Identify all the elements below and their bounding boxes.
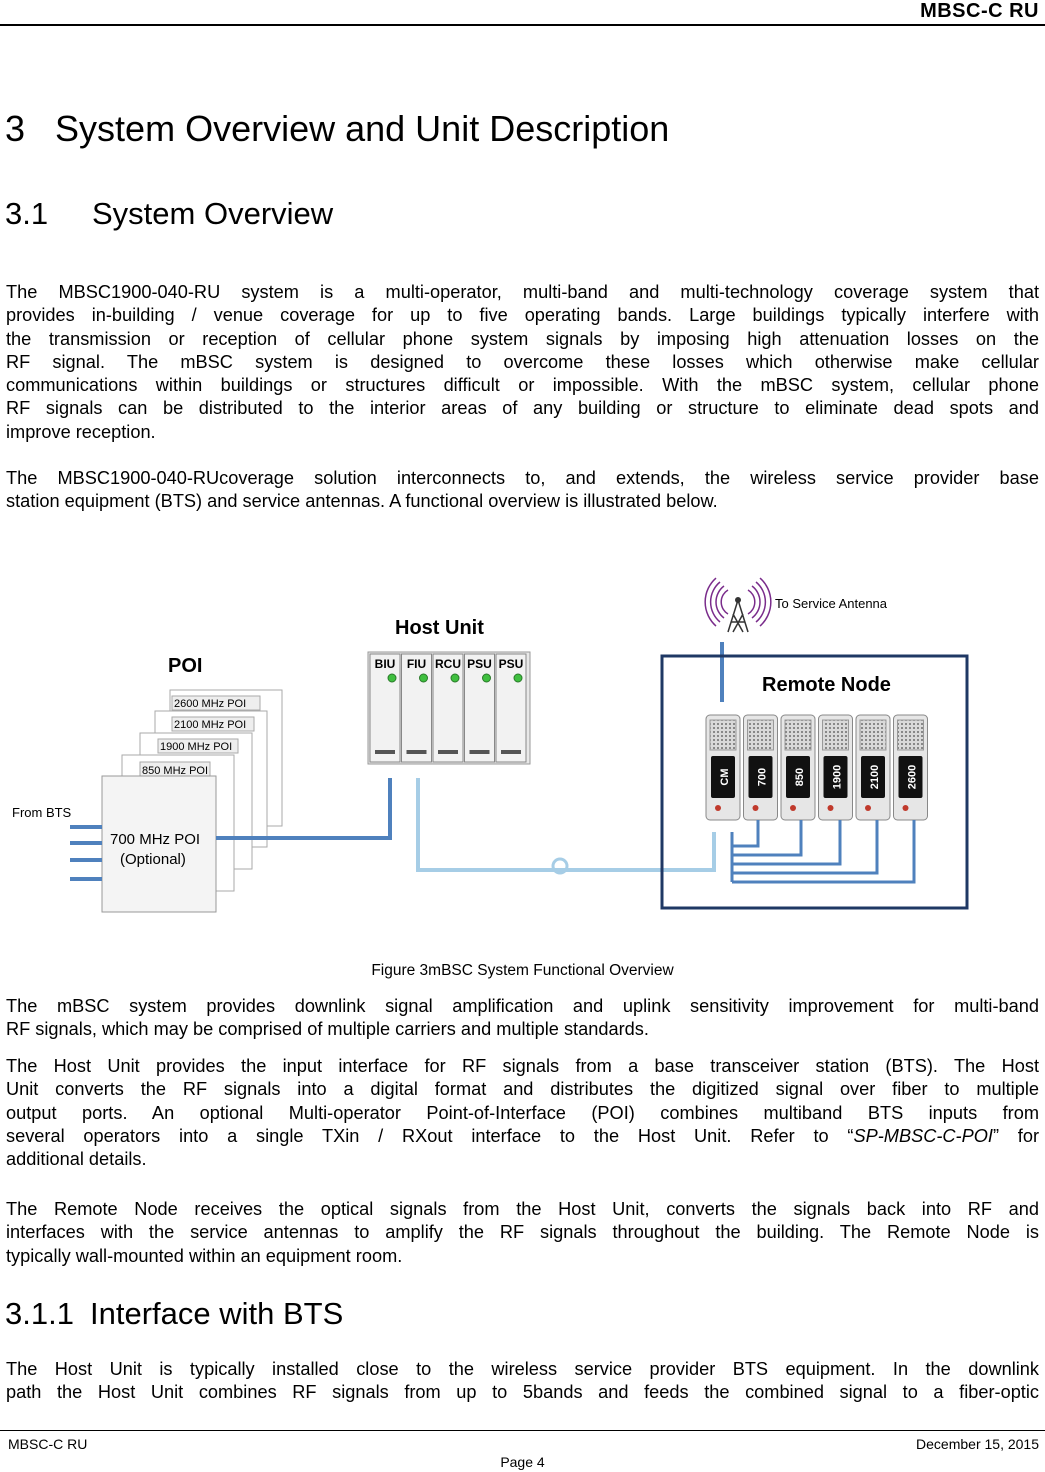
poi-to-host-line bbox=[216, 778, 392, 840]
text-line: provides in-building / venue coverage fo… bbox=[6, 305, 1039, 326]
section-number: 3 bbox=[5, 108, 26, 149]
remote-output-lines bbox=[730, 820, 916, 884]
text-line: The mBSC system provides downlink signal… bbox=[6, 996, 1039, 1016]
section-title: System Overview and Unit Description bbox=[55, 108, 670, 149]
text-line: communications within buildings or struc… bbox=[6, 375, 1039, 396]
remote-node-frame bbox=[660, 654, 969, 910]
paragraph-3: The mBSC system provides downlink signal… bbox=[6, 995, 1039, 1042]
subsection-title: System Overview bbox=[92, 196, 334, 231]
remote-module-2600: 2600 bbox=[893, 714, 928, 821]
subsection-number: 3.1 bbox=[5, 196, 49, 231]
remote-module-label: 2100 bbox=[869, 765, 881, 789]
subsubsection-heading: 3.1.1 Interface with BTS bbox=[5, 1296, 343, 1332]
host-module-rcu: RCU bbox=[432, 653, 464, 763]
text-line: The Remote Node receives the optical sig… bbox=[6, 1199, 1039, 1219]
remote-module-850: 850 bbox=[780, 714, 816, 821]
poi-card-label: 850 MHz POI bbox=[142, 765, 208, 777]
paragraph-4: The Host Unit provides the input interfa… bbox=[6, 1055, 1039, 1171]
remote-module-1900: 1900 bbox=[818, 714, 853, 821]
remote-module-label: 2600 bbox=[907, 765, 919, 789]
text-line: The Host Unit is typically installed clo… bbox=[6, 1359, 1039, 1379]
remote-module-700: 700 bbox=[743, 714, 778, 821]
footer-rule bbox=[0, 1430, 1045, 1431]
poi-card-label: 2100 MHz POI bbox=[174, 719, 246, 731]
figure-caption: Figure 3mBSC System Functional Overview bbox=[371, 962, 674, 979]
remote-module-label: 700 bbox=[757, 768, 769, 786]
host-unit-chassis: BIU FIU RCU PSU PSU bbox=[367, 651, 531, 765]
text-line: The MBSC1900-040-RU system is a multi-op… bbox=[6, 282, 1039, 302]
bts-input-lines bbox=[70, 825, 102, 881]
text-line: RF signal. The mBSC system is designed t… bbox=[6, 351, 1039, 372]
host-module-label: BIU bbox=[375, 657, 396, 671]
antenna-icon bbox=[704, 577, 772, 633]
remote-module-2100: 2100 bbox=[855, 714, 891, 821]
paragraph-1: The MBSC1900-040-RU system is a multi-op… bbox=[6, 281, 1039, 444]
text-line: improve reception. bbox=[6, 421, 156, 442]
remote-module-cm: CM bbox=[705, 714, 741, 821]
header-rule bbox=[0, 24, 1045, 26]
remote-node-label: Remote Node bbox=[762, 674, 891, 696]
text-fragment: several operators into a single TXin / R… bbox=[6, 1125, 854, 1146]
text-line: output ports. An optional Multi-operator… bbox=[6, 1102, 1039, 1123]
document-reference: SP-MBSC-C-POI bbox=[853, 1125, 993, 1146]
host-module-psu: PSU bbox=[464, 653, 495, 763]
text-line: the transmission or reception of cellula… bbox=[6, 328, 1039, 349]
text-line: station equipment (BTS) and service ante… bbox=[6, 491, 718, 512]
poi-stack: 2600 MHz POI 2100 MHz POI 1900 MHz POI 8… bbox=[101, 689, 283, 913]
remote-module-label: CM bbox=[719, 768, 731, 785]
text-line: path the Host Unit combines RF signals f… bbox=[6, 1382, 1039, 1403]
host-module-biu: BIU bbox=[369, 653, 401, 763]
poi-main-label: 700 MHz POI bbox=[110, 831, 200, 848]
poi-card-label: 1900 MHz POI bbox=[160, 741, 232, 753]
poi-label: POI bbox=[168, 655, 202, 677]
host-module-label: PSU bbox=[499, 657, 524, 671]
subsection-heading: 3.1 System Overview bbox=[5, 196, 333, 232]
header-title: MBSC-C RU bbox=[920, 0, 1039, 22]
text-line: several operators into a single TXin / R… bbox=[6, 1125, 1039, 1148]
poi-card-label: 2600 MHz POI bbox=[174, 698, 246, 710]
paragraph-2: The MBSC1900-040-RUcoverage solution int… bbox=[6, 467, 1039, 514]
text-line: RF signals can be distributed to the int… bbox=[6, 398, 1039, 419]
host-module-label: RCU bbox=[435, 657, 461, 671]
to-antenna-label: To Service Antenna bbox=[775, 596, 888, 611]
fiber-coil bbox=[551, 857, 569, 875]
paragraph-5: The Remote Node receives the optical sig… bbox=[6, 1198, 1039, 1268]
host-module-psu: PSU bbox=[495, 653, 527, 763]
footer-page-number: Page 4 bbox=[500, 1454, 545, 1470]
remote-module-label: 850 bbox=[794, 768, 806, 786]
section-heading: 3 System Overview and Unit Description bbox=[5, 108, 669, 150]
footer-date: December 15, 2015 bbox=[916, 1436, 1039, 1452]
host-module-fiu: FIU bbox=[401, 653, 432, 763]
from-bts-label: From BTS bbox=[12, 805, 72, 820]
text-line: The Host Unit provides the input interfa… bbox=[6, 1056, 1039, 1076]
host-unit-label: Host Unit bbox=[395, 617, 484, 639]
paragraph-6: The Host Unit is typically installed clo… bbox=[6, 1358, 1039, 1405]
footer-doc-name: MBSC-C RU bbox=[8, 1436, 88, 1452]
text-line: typically wall-mounted within an equipme… bbox=[6, 1245, 403, 1266]
remote-module-label: 1900 bbox=[832, 765, 844, 789]
subsubsection-number: 3.1.1 bbox=[5, 1296, 74, 1331]
text-line: interfaces with the service antennas to … bbox=[6, 1222, 1039, 1243]
host-module-label: FIU bbox=[407, 657, 426, 671]
remote-node-modules: CM 700 850 1900 2100 2600 bbox=[705, 714, 928, 821]
subsubsection-title: Interface with BTS bbox=[90, 1296, 344, 1331]
text-line: The MBSC1900-040-RUcoverage solution int… bbox=[6, 468, 1039, 488]
text-fragment: ” for bbox=[992, 1125, 1039, 1146]
host-module-label: PSU bbox=[467, 657, 492, 671]
text-line: Unit converts the RF signals into a digi… bbox=[6, 1079, 1039, 1100]
fiber-link bbox=[416, 778, 716, 872]
poi-main-sublabel: (Optional) bbox=[120, 851, 186, 868]
system-diagram: To Service Antenna Host Unit BIU FIU RCU PS… bbox=[12, 577, 969, 913]
text-line: additional details. bbox=[6, 1149, 147, 1170]
text-line: RF signals, which may be comprised of mu… bbox=[6, 1019, 649, 1040]
